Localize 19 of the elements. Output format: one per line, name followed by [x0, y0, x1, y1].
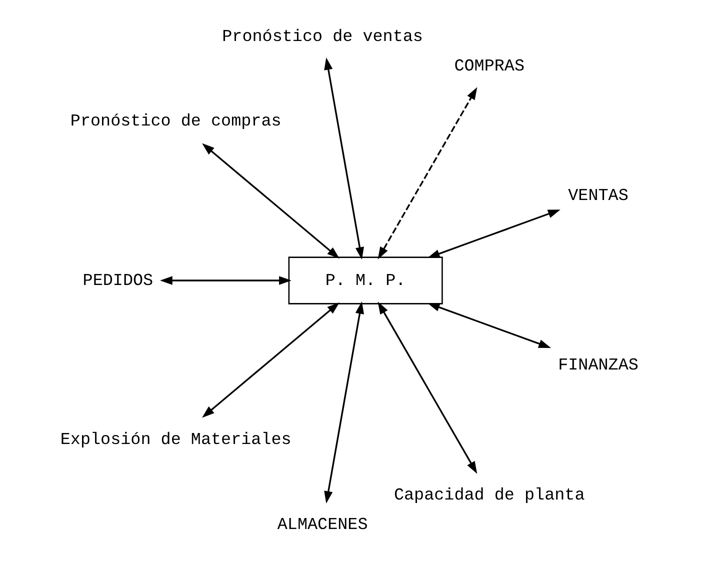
node-text: PEDIDOS — [82, 272, 153, 291]
node-box: P. M. P. — [288, 256, 442, 304]
node-text: VENTAS — [568, 187, 628, 206]
node-text: COMPRAS — [454, 57, 524, 76]
arrow — [377, 87, 477, 260]
node-text: Explosión de Materiales — [60, 431, 291, 450]
arrow — [324, 57, 364, 260]
arrow — [160, 276, 291, 285]
node-text: Pronóstico de ventas — [222, 28, 422, 48]
arrow — [377, 302, 477, 474]
arrow — [426, 303, 551, 348]
node-text: Pronóstico de compras — [70, 112, 281, 132]
arrow — [202, 302, 340, 418]
node-text: ALMACENES — [276, 516, 368, 535]
node-text: Capacidad de planta — [393, 486, 584, 506]
arrow — [324, 301, 364, 504]
arrow — [426, 210, 560, 258]
arrow — [202, 143, 340, 259]
node-text: FINANZAS — [558, 356, 638, 376]
